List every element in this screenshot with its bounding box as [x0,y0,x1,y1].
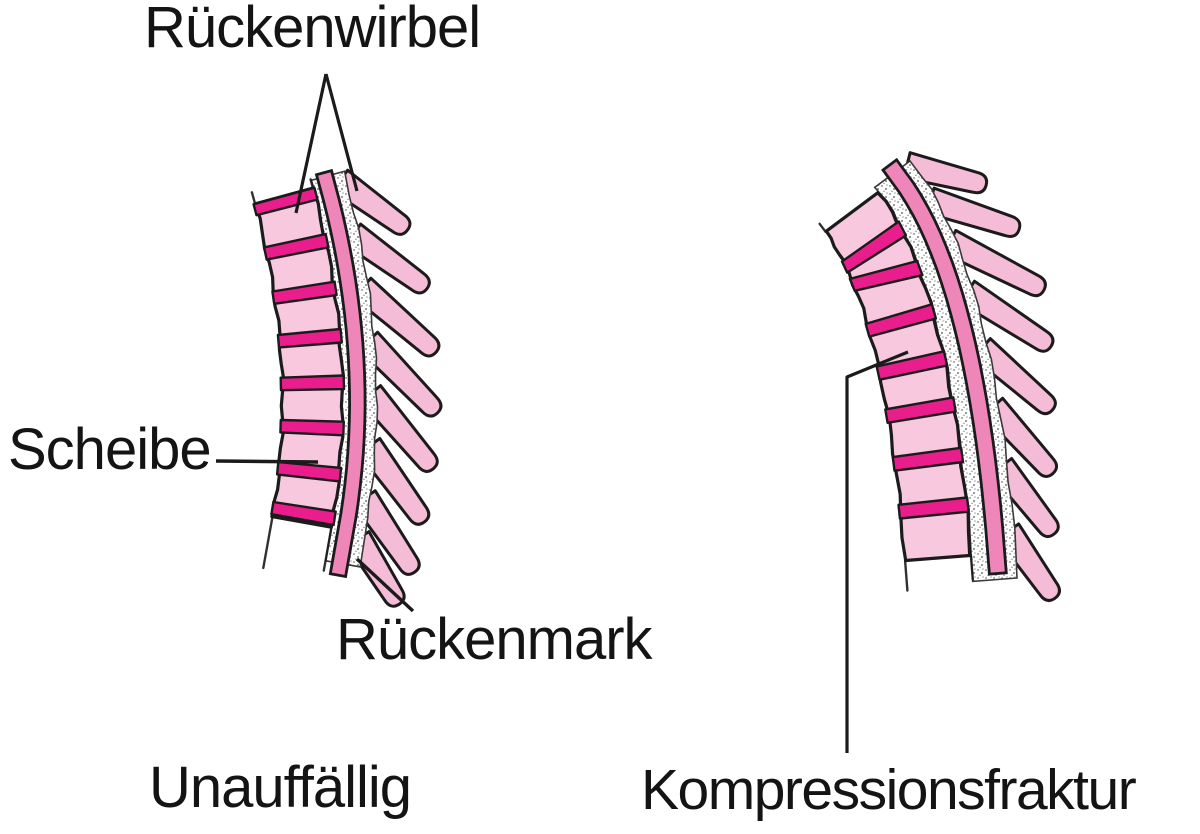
intervertebral-disc [897,496,970,520]
intervertebral-disc [840,220,908,274]
intervertebral-disc [276,327,343,349]
sketch-continuation-line [262,515,274,570]
intervertebral-disc [848,259,924,292]
spinous-process [359,384,439,473]
intervertebral-disc [279,374,346,392]
pointer-spinal-cord [355,557,415,613]
spinous-process [902,151,989,195]
intervertebral-disc [270,500,337,527]
pointer-vertebra-body [294,73,328,214]
spinous-process [352,276,441,358]
intervertebral-disc [275,460,343,483]
spinous-process [330,168,412,236]
intervertebral-disc [864,303,938,338]
spinous-process [343,222,431,295]
spinous-process [958,279,1055,353]
sketch-continuation-line [969,554,974,581]
spinous-process [357,330,443,418]
pointer-disc [215,459,319,464]
fractured-spine-illustration [818,151,1061,602]
intervertebral-disc [875,350,949,381]
intervertebral-disc [891,446,965,472]
label-scheibe: Scheibe [8,417,212,482]
normal-spine-illustration [250,168,443,608]
pointer-compression-fracture [845,350,909,753]
intervertebral-disc [279,418,345,437]
caption-kompressionsfraktur: Kompressionsfraktur [641,758,1137,822]
spinal-cord [314,168,367,579]
label-rueckenmark: Rückenmark [336,607,653,672]
intervertebral-disc [262,232,330,261]
sketch-continuation-line [250,191,257,206]
intervertebral-disc [884,396,957,424]
spinal-cord [881,157,1008,576]
sketch-continuation-line [322,526,333,572]
pointer-lines [215,73,909,753]
spinous-process [942,228,1047,298]
sketch-continuation-line [818,222,827,233]
spinous-process [352,489,421,576]
spinous-process [924,186,1022,238]
intervertebral-disc [271,280,338,305]
spinous-process [981,396,1059,478]
spinous-process [971,337,1057,416]
label-rueckenwirbel: Rückenwirbel [144,0,481,60]
spinous-process [357,437,431,526]
sketch-continuation-line [903,559,909,592]
pointer-vertebra-process [324,73,359,192]
caption-unauffaellig: Unauffällig [149,755,412,820]
